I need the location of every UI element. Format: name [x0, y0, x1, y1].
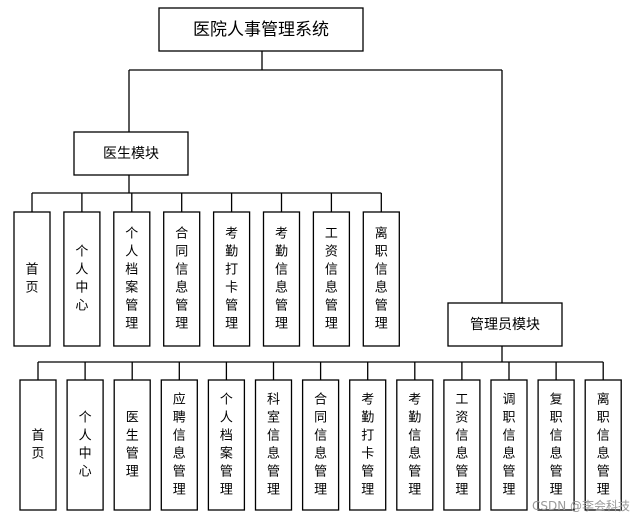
doctor-child-label-7: 工资信息管理 [325, 227, 338, 332]
admin-child-label-3: 医生管理 [126, 411, 139, 480]
doctor-child-label-6: 考勤信息管理 [275, 227, 288, 332]
admin-child-node-2: 个人中心 [66, 379, 104, 511]
admin-child-node-8: 考勤打卡管理 [349, 379, 387, 511]
admin-child-node-6: 科室信息管理 [254, 379, 293, 511]
admin-child-label-13: 离职信息管理 [597, 392, 610, 498]
doctor-module-label: 医生模块 [103, 146, 159, 162]
doctor-child-node-2: 个人中心 [63, 211, 101, 347]
doctor-module-node: 医生模块 [73, 131, 189, 176]
admin-child-node-4: 应聘信息管理 [160, 379, 198, 511]
root-node: 医院人事管理系统 [158, 7, 364, 52]
admin-child-node-13: 离职信息管理 [584, 379, 622, 511]
doctor-child-label-3: 个人档案管理 [125, 227, 138, 332]
doctor-module-children: 首页 个人中心 个人档案管理 合同信息管理 考勤打卡管理 考勤信息管理 工资信息管理 离职信息… [13, 211, 400, 347]
admin-child-node-10: 工资信息管理 [443, 379, 481, 511]
admin-child-label-4: 应聘信息管理 [173, 392, 186, 498]
admin-child-label-9: 考勤信息管理 [408, 393, 421, 498]
admin-child-node-7: 合同信息管理 [301, 379, 340, 511]
admin-module-children: 首页 个人中心 医生管理 应聘信息管理 个人档案管理 科室信息管理 合同信息管理 考勤打卡管理… [19, 379, 622, 511]
admin-child-label-1: 首页 [31, 429, 44, 462]
doctor-child-node-6: 考勤信息管理 [262, 211, 301, 347]
admin-child-node-11: 调职信息管理 [490, 379, 528, 511]
doctor-child-node-3: 个人档案管理 [113, 211, 151, 347]
doctor-child-node-5: 考勤打卡管理 [212, 211, 251, 347]
admin-child-node-3: 医生管理 [113, 379, 151, 511]
admin-child-label-12: 复职信息管理 [550, 393, 563, 498]
doctor-child-node-4: 合同信息管理 [163, 211, 201, 347]
doctor-child-node-1: 首页 [13, 211, 51, 347]
doctor-child-label-4: 合同信息管理 [175, 227, 188, 332]
admin-child-label-6: 科室信息管理 [267, 393, 280, 498]
admin-child-node-9: 考勤信息管理 [396, 379, 434, 511]
admin-child-label-8: 考勤打卡管理 [361, 393, 374, 498]
admin-child-label-2: 个人中心 [79, 411, 92, 480]
admin-child-label-11: 调职信息管理 [502, 393, 515, 498]
doctor-child-label-2: 个人中心 [75, 245, 88, 314]
doctor-child-label-1: 首页 [25, 263, 38, 296]
admin-child-label-7: 合同信息管理 [314, 393, 327, 498]
admin-child-label-10: 工资信息管理 [455, 393, 468, 498]
admin-module-label: 管理员模块 [470, 317, 540, 333]
admin-child-node-5: 个人档案管理 [207, 379, 246, 511]
watermark-text: CSDN @李会科技 [532, 498, 630, 513]
doctor-child-label-5: 考勤打卡管理 [225, 227, 238, 332]
doctor-child-label-8: 离职信息管理 [375, 226, 388, 332]
root-label: 医院人事管理系统 [193, 20, 329, 40]
connector-lines [31, 51, 604, 380]
admin-module-node: 管理员模块 [447, 302, 563, 347]
doctor-child-node-7: 工资信息管理 [312, 211, 351, 347]
admin-child-node-1: 首页 [19, 379, 57, 511]
admin-child-label-5: 个人档案管理 [220, 393, 233, 498]
admin-child-node-12: 复职信息管理 [537, 379, 575, 511]
doctor-child-node-8: 离职信息管理 [362, 211, 400, 347]
